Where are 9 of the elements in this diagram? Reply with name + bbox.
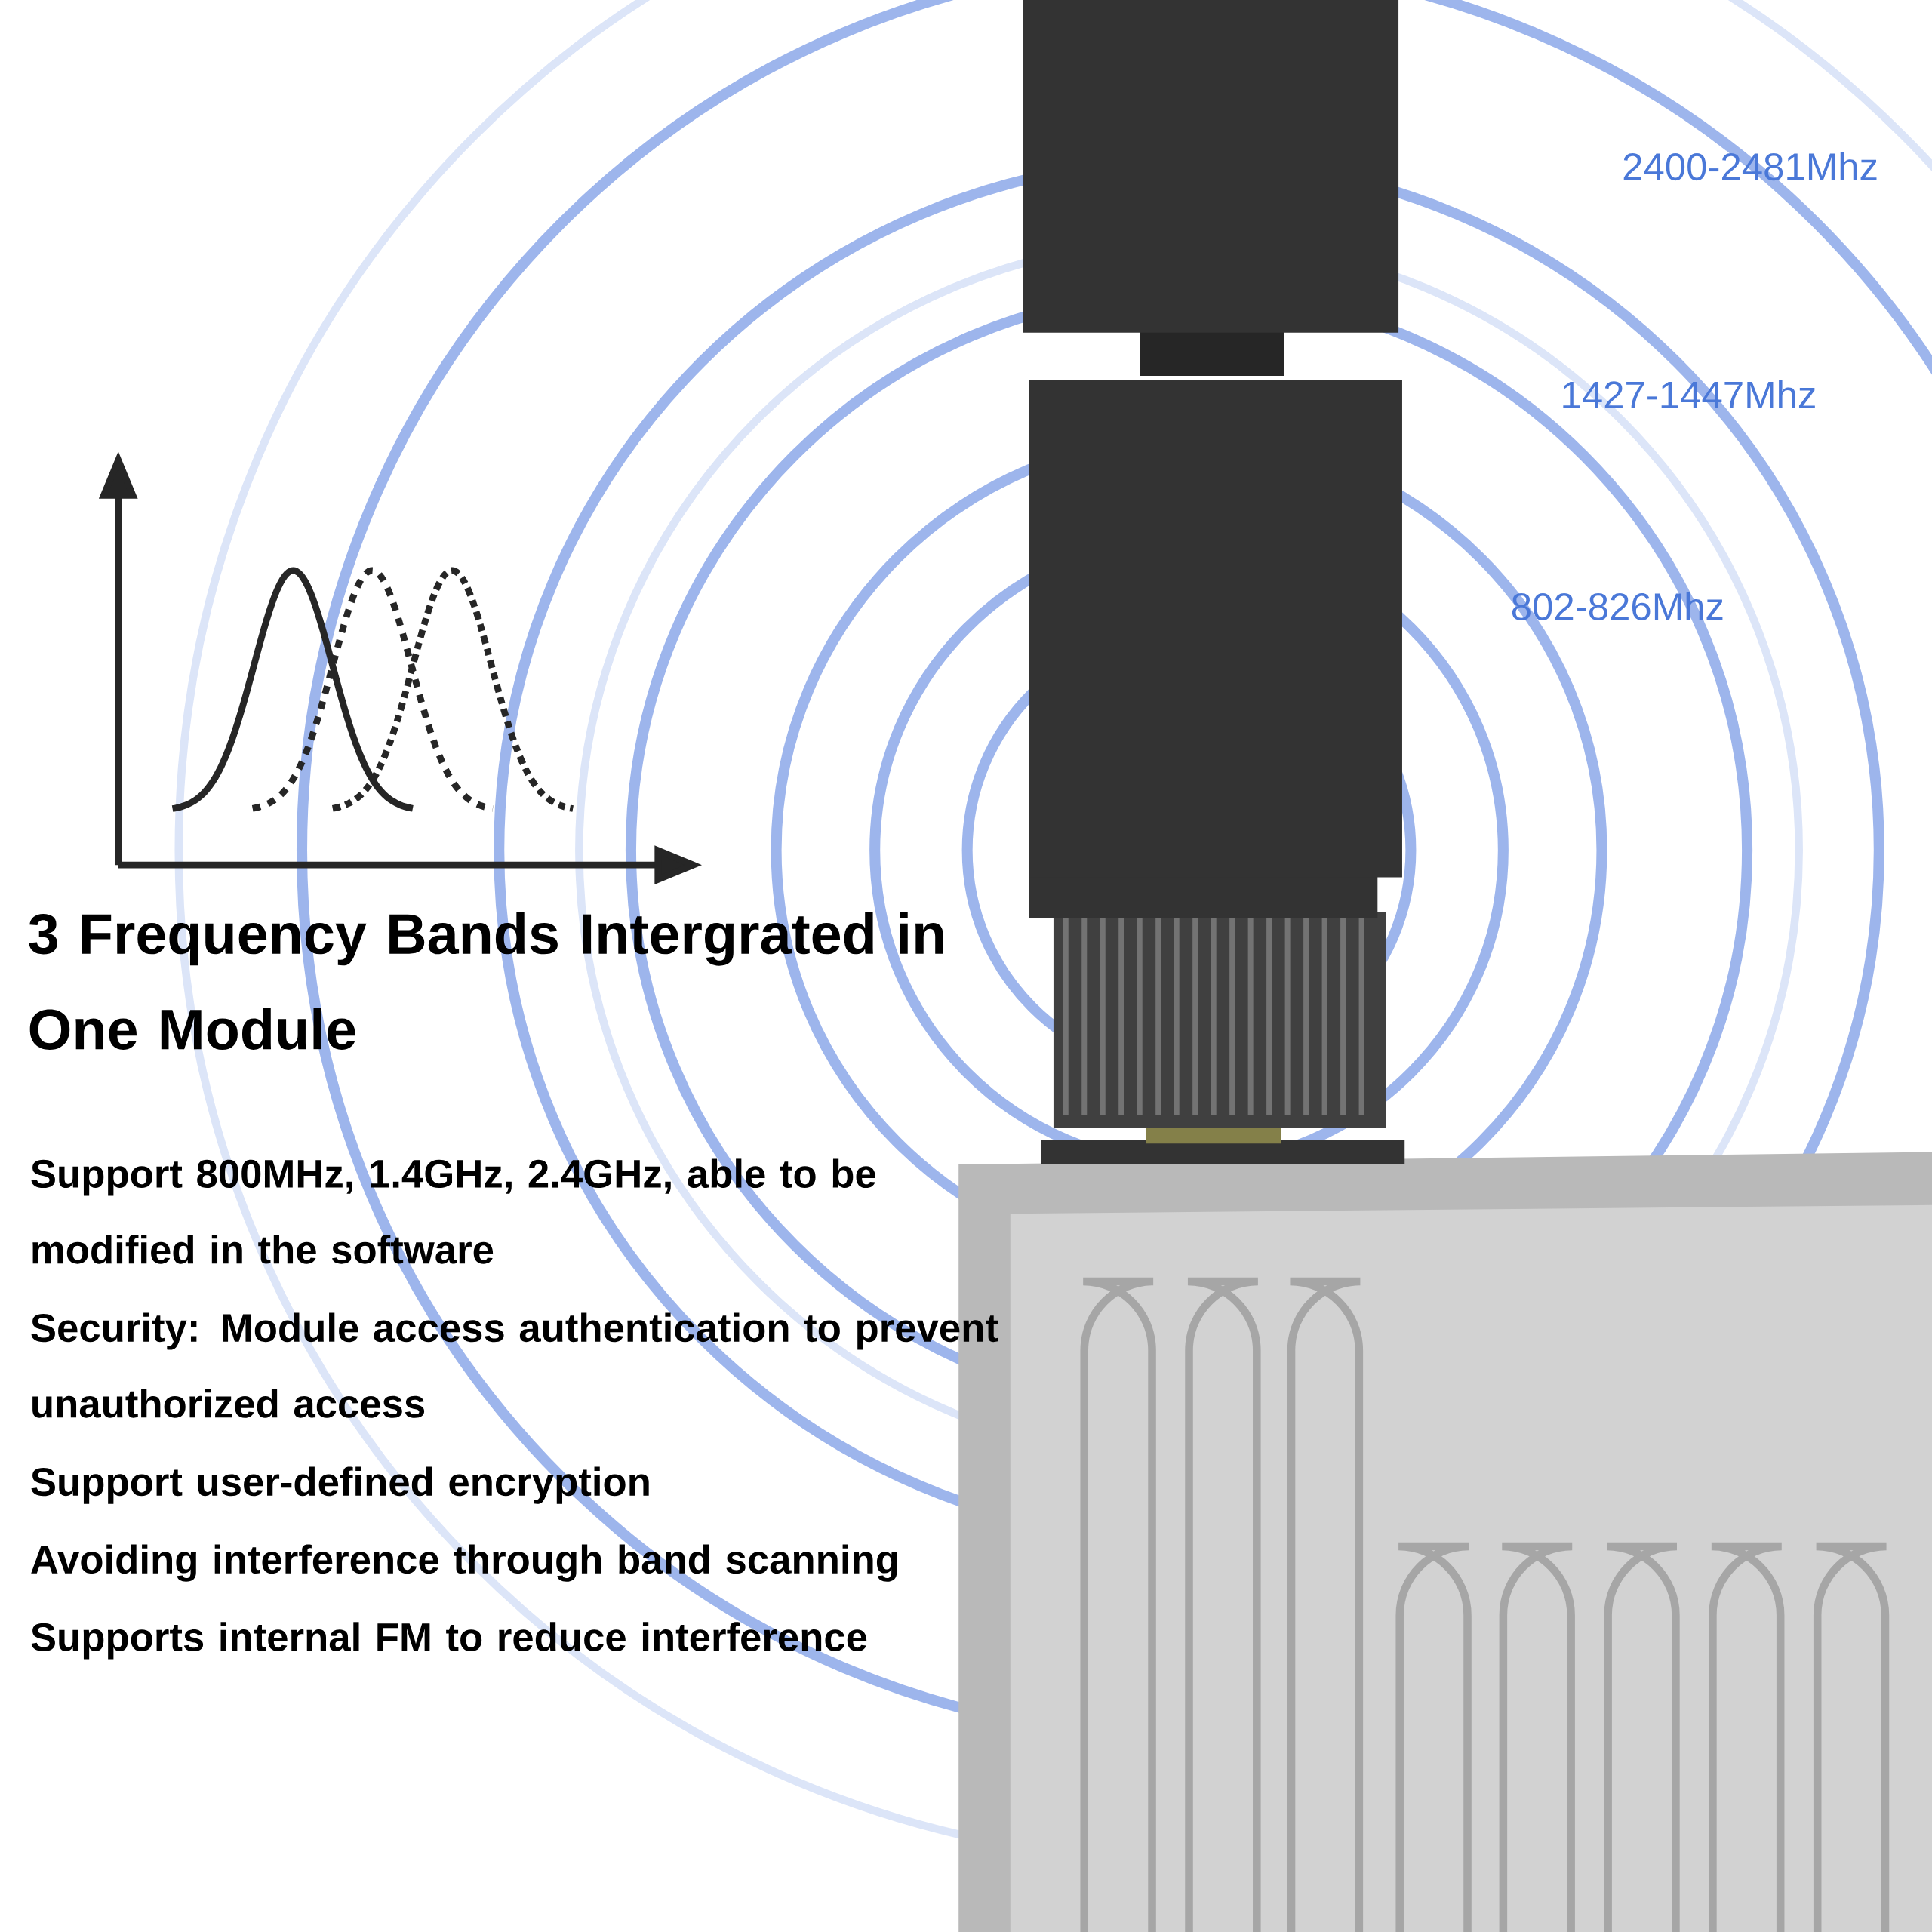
- frequency-label: 2400-2481Mhz: [1623, 152, 1877, 181]
- frequency-label: 802-826Mhz: [1512, 592, 1723, 620]
- feature-text: Avoiding interference through band scanning: [31, 1544, 897, 1582]
- feature-text: Security: Module access authentication to prevent unauthorized access: [31, 1312, 998, 1418]
- feature-text: Support user-defined encryption: [31, 1466, 649, 1504]
- feature-text: Supports internal FM to reduce interference: [31, 1622, 867, 1660]
- feature-text: Support 800MHz, 1.4GHz, 2.4GHz, able to be modified in the software: [31, 1158, 875, 1264]
- frequency-label: 1427-1447Mhz: [1563, 380, 1815, 408]
- title: 3 Frequency Bands Intergrated in One Module: [29, 912, 943, 1050]
